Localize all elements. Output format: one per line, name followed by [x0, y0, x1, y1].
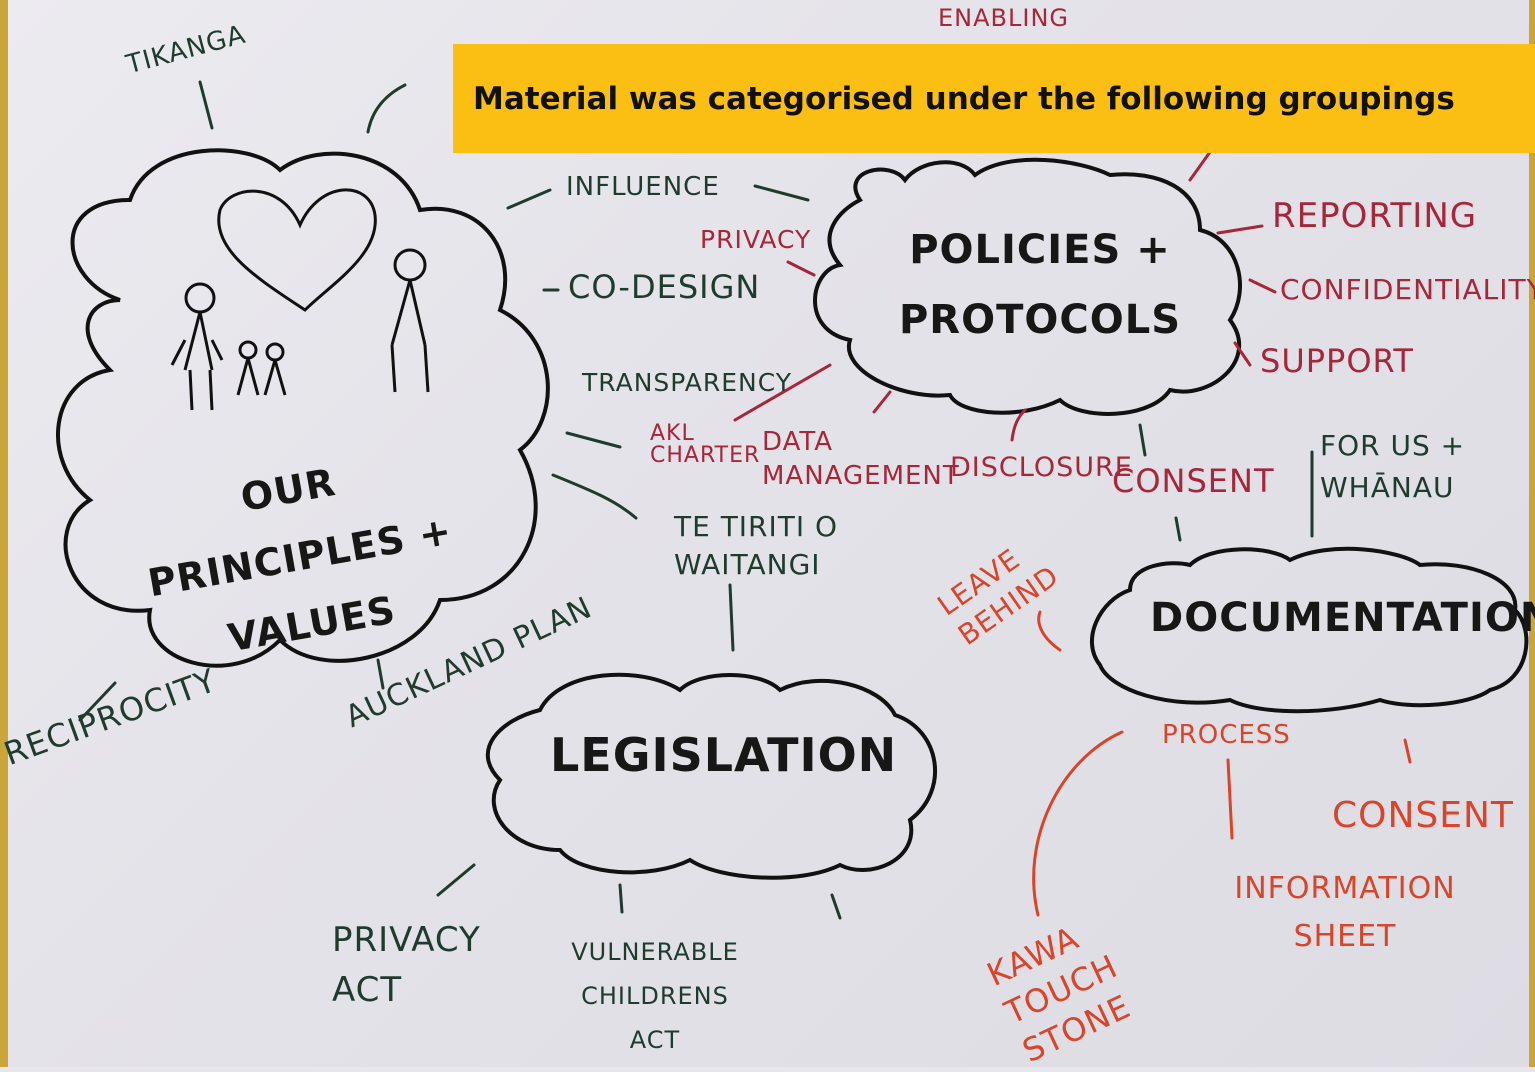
red-connector-lines — [733, 150, 1277, 442]
legislation-title: LEGISLATION — [550, 728, 898, 782]
heart-drawing — [217, 188, 377, 312]
policy-item-confidentiality: CONFIDENTIALITY — [1280, 273, 1535, 306]
principle-item-influence: INFLUENCE — [566, 172, 720, 202]
principle-item-transparency: TRANSPARENCY — [582, 368, 793, 397]
policy-item-consent: CONSENT — [1112, 462, 1275, 500]
family-figures — [170, 248, 430, 411]
policy-item-reporting: REPORTING — [1272, 196, 1478, 236]
policies-cloud — [813, 157, 1242, 416]
legislation-item-vulnerable-childrens-act: VULNERABLE CHILDRENS ACT — [571, 938, 739, 1054]
policy-item-data-management: DATA MANAGEMENT — [762, 427, 960, 491]
policy-item-support: SUPPORT — [1260, 342, 1414, 380]
policy-item-disclosure: DISCLOSURE — [950, 452, 1133, 483]
documentation-cloud — [1089, 546, 1529, 714]
documentation-title: DOCUMENTATION — [1150, 595, 1535, 641]
principle-item-co-design: CO-DESIGN — [568, 268, 761, 306]
caption-banner: Material was categorised under the follo… — [453, 44, 1535, 153]
documentation-item-for-us-whanau: FOR US + WHĀNAU — [1320, 429, 1466, 504]
orange-connector-lines — [1032, 610, 1412, 917]
policy-item-akl-charter: AKL CHARTER — [650, 421, 761, 468]
connector-lines — [78, 80, 1314, 920]
documentation-item-consent: CONSENT — [1332, 795, 1514, 836]
documentation-item-information-sheet: INFORMATION SHEET — [1234, 871, 1456, 954]
policy-item-privacy: PRIVACY — [700, 225, 812, 254]
policy-item-enabling: ENABLING — [938, 4, 1069, 32]
legislation-cloud — [485, 672, 937, 880]
policies-title: POLICIES + PROTOCOLS — [898, 227, 1182, 343]
documentation-item-process: PROCESS — [1162, 720, 1291, 750]
board-edge-right — [1529, 0, 1535, 1067]
principles-cloud — [56, 148, 550, 668]
caption-title: Material was categorised under the follo… — [473, 80, 1455, 117]
legislation-item-privacy-act: PRIVACY ACT — [332, 920, 481, 1010]
legislation-item-te-tiriti: TE TIRITI O WAITANGI — [674, 510, 839, 581]
board-edge-left — [0, 0, 8, 1067]
